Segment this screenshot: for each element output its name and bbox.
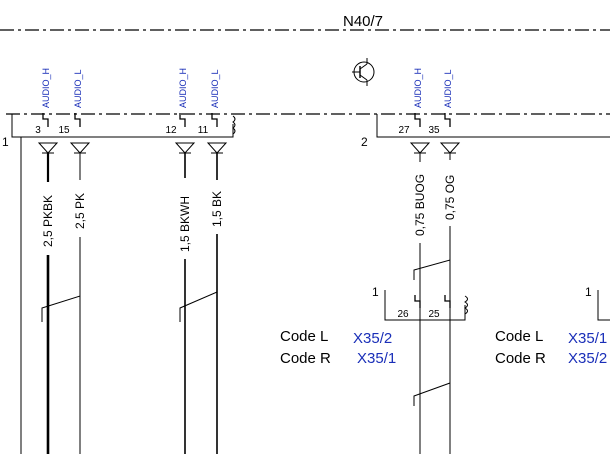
code-value: X35/1 <box>568 330 607 347</box>
pin-signal-label: AUDIO_H <box>178 68 188 108</box>
plug-pin-number: 25 <box>428 309 440 320</box>
pin-number: 15 <box>58 125 70 136</box>
wire-spec-label: 0,75 BUOG <box>413 174 427 236</box>
inline-plug-right <box>597 290 610 321</box>
pin-signal-label: AUDIO_L <box>210 69 220 108</box>
code-label: Code L <box>280 328 328 345</box>
wire-spec-label: 2,5 PKBK <box>41 195 55 247</box>
pin-number: 27 <box>398 125 410 136</box>
connector-1-number: 1 <box>2 135 9 149</box>
wire-spec-label: 1,5 BK <box>210 191 224 227</box>
amplifier-icon <box>352 58 375 86</box>
code-label: Code L <box>495 328 543 345</box>
inline-plug-left <box>384 290 468 321</box>
wire-spec-label: 0,75 OG <box>443 175 457 220</box>
pin-signal-label: AUDIO_L <box>443 69 453 108</box>
plug-pin-number: 26 <box>397 309 409 320</box>
pin-signal-label: AUDIO_H <box>413 68 423 108</box>
wire-spec-label: 1,5 BKWH <box>178 196 192 252</box>
pin-number: 35 <box>428 125 440 136</box>
module-name: N40/7 <box>343 13 383 30</box>
code-label: Code R <box>280 350 331 367</box>
pin-signal-label: AUDIO_H <box>41 68 51 108</box>
wires <box>20 137 451 454</box>
pin-number: 12 <box>165 125 177 136</box>
connector-2-housing <box>376 114 610 138</box>
pin-number: 11 <box>198 125 209 136</box>
connector-1-housing <box>11 114 236 138</box>
wire-spec-label: 2,5 PK <box>73 193 87 229</box>
plug-number: 1 <box>585 285 592 299</box>
code-value: X35/1 <box>357 350 396 367</box>
cable-break-markers <box>41 259 451 406</box>
code-value: X35/2 <box>353 330 392 347</box>
pin-terminals <box>37 142 461 154</box>
code-value: X35/2 <box>568 350 607 367</box>
pin-contacts <box>42 113 451 127</box>
pin-signal-label: AUDIO_L <box>73 69 83 108</box>
code-label: Code R <box>495 350 546 367</box>
pin-number: 3 <box>35 125 41 136</box>
plug-number: 1 <box>372 285 379 299</box>
connector-2-number: 2 <box>361 135 368 149</box>
